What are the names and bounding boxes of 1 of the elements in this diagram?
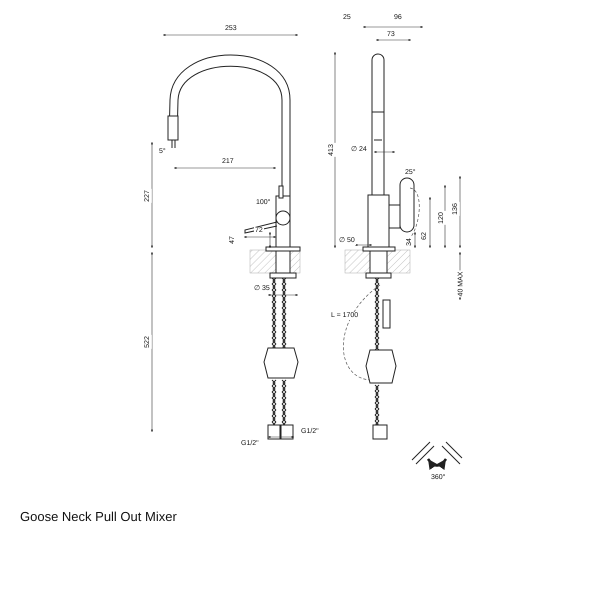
caption: Goose Neck Pull Out Mixer [20,509,177,524]
